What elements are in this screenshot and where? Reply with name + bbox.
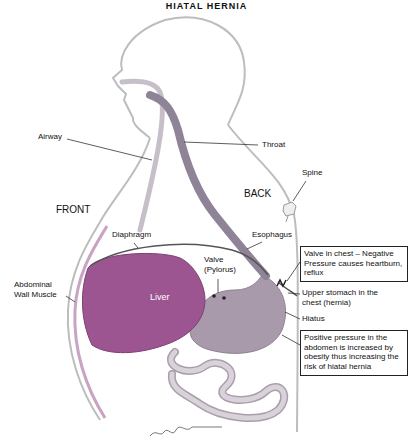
leader-line xyxy=(247,242,262,249)
head-outline xyxy=(113,17,245,138)
leader-line xyxy=(287,262,300,281)
intestine-outline xyxy=(171,352,284,418)
label-wrap: FRONT xyxy=(56,204,90,216)
label-wrap: Upper stomach in the chest (hernia) xyxy=(302,288,398,307)
part-label: BACK xyxy=(244,188,271,199)
part-label: Spine xyxy=(302,168,322,177)
callout-box: Positive pressure in the abdomen is incr… xyxy=(300,330,408,376)
stomach xyxy=(190,275,286,353)
label-wrap: Spine xyxy=(302,168,322,178)
label-wrap: Abdominal Wall Muscle xyxy=(14,280,64,299)
part-label: Upper stomach in the chest (hernia) xyxy=(302,288,378,307)
leader-line xyxy=(218,279,219,293)
pylorus-dot xyxy=(222,296,226,300)
part-label: Esophagus xyxy=(252,230,292,239)
label-wrap: Diaphragm xyxy=(112,230,151,240)
label-wrap: Liver xyxy=(150,292,170,303)
signature-scribble xyxy=(150,427,222,436)
leader-line xyxy=(184,142,258,145)
intestines xyxy=(171,352,284,418)
callout-text: Positive pressure in the abdomen is incr… xyxy=(304,333,404,371)
diagram-title: HIATAL HERNIA xyxy=(166,1,248,11)
callout-text: Valve in chest – Negative Pressure cause… xyxy=(304,249,404,278)
part-label: Diaphragm xyxy=(112,230,151,239)
diaphragm-line xyxy=(90,244,268,275)
label-wrap: Hiatus xyxy=(302,314,325,324)
spine-symbol xyxy=(283,202,296,222)
part-label: Throat xyxy=(262,140,285,149)
leader-line xyxy=(67,139,152,160)
liver xyxy=(82,253,205,352)
part-label: Abdominal Wall Muscle xyxy=(14,280,57,299)
esophagus-tube xyxy=(150,95,266,276)
part-label: Airway xyxy=(38,132,62,141)
part-label: Valve (Pylorus) xyxy=(204,255,236,274)
label-wrap: Airway xyxy=(38,132,62,142)
leader-line xyxy=(288,293,300,294)
label-wrap: Valve (Pylorus) xyxy=(204,255,246,274)
part-label: FRONT xyxy=(56,204,90,215)
leader-line xyxy=(285,312,300,319)
title-wrap: HIATAL HERNIA xyxy=(0,1,413,11)
part-label: Liver xyxy=(150,292,170,302)
leader-line xyxy=(282,335,300,345)
airway-tube xyxy=(122,81,163,230)
label-wrap: Esophagus xyxy=(252,230,292,240)
label-wrap: Throat xyxy=(262,140,285,150)
part-label: Hiatus xyxy=(302,314,325,323)
leader-line xyxy=(66,296,75,302)
leader-line xyxy=(293,181,306,201)
callout-box: Valve in chest – Negative Pressure cause… xyxy=(300,246,408,282)
label-wrap: BACK xyxy=(244,188,271,200)
leader-line xyxy=(134,243,138,248)
pylorus-dot xyxy=(212,294,216,298)
valve-symbol xyxy=(277,280,286,286)
